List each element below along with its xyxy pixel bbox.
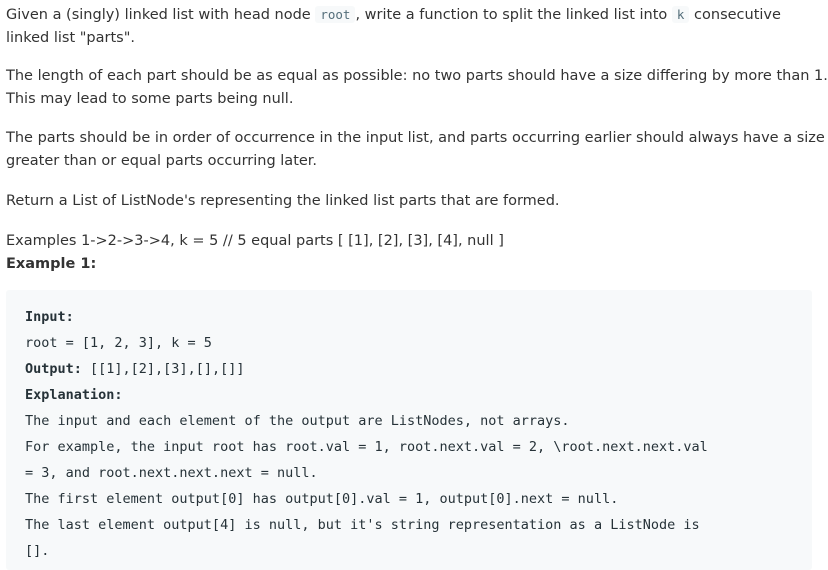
paragraph-order: The parts should be in order of occurren… <box>6 127 825 173</box>
intro-text-3: consecutive <box>689 7 781 23</box>
output-value: [[1],[2],[3],[],[]] <box>81 361 245 377</box>
paragraph-examples: Examples 1->2->3->4, k = 5 // 5 equal pa… <box>6 230 504 276</box>
explanation-line: For example, the input root has root.val… <box>25 439 708 455</box>
length-line1: The length of each part should be as equ… <box>6 68 828 84</box>
explanation-label: Explanation: <box>25 387 123 403</box>
explanation-line: The first element output[0] has output[0… <box>25 491 619 507</box>
explanation-line: The input and each element of the output… <box>25 413 570 429</box>
input-label: Input: <box>25 309 74 325</box>
examples-line: Examples 1->2->3->4, k = 5 // 5 equal pa… <box>6 233 504 249</box>
intro-text-1: Given a (singly) linked list with head n… <box>6 7 316 23</box>
input-value: root = [1, 2, 3], k = 5 <box>25 335 212 351</box>
inline-code-root: root <box>315 6 356 23</box>
paragraph-length: The length of each part should be as equ… <box>6 65 828 111</box>
output-label: Output: <box>25 361 82 377</box>
paragraph-return: Return a List of ListNode's representing… <box>6 193 560 209</box>
explanation-line: = 3, and root.next.next.next = null. <box>25 465 318 481</box>
order-line2: greater than or equal parts occurring la… <box>6 153 318 169</box>
inline-code-k: k <box>671 6 690 23</box>
explanation-line: []. <box>25 543 50 559</box>
length-line2: This may lead to some parts being null. <box>6 91 294 107</box>
explanation-line: The last element output[4] is null, but … <box>25 517 700 533</box>
example-heading: Example 1: <box>6 256 97 272</box>
intro-text-2: , write a function to split the linked l… <box>355 7 672 23</box>
example-code-block: Input: root = [1, 2, 3], k = 5 Output: [… <box>6 290 812 570</box>
intro-text-line2: linked list "parts". <box>6 30 136 46</box>
paragraph-intro: Given a (singly) linked list with head n… <box>6 3 781 50</box>
order-line1: The parts should be in order of occurren… <box>6 130 825 146</box>
